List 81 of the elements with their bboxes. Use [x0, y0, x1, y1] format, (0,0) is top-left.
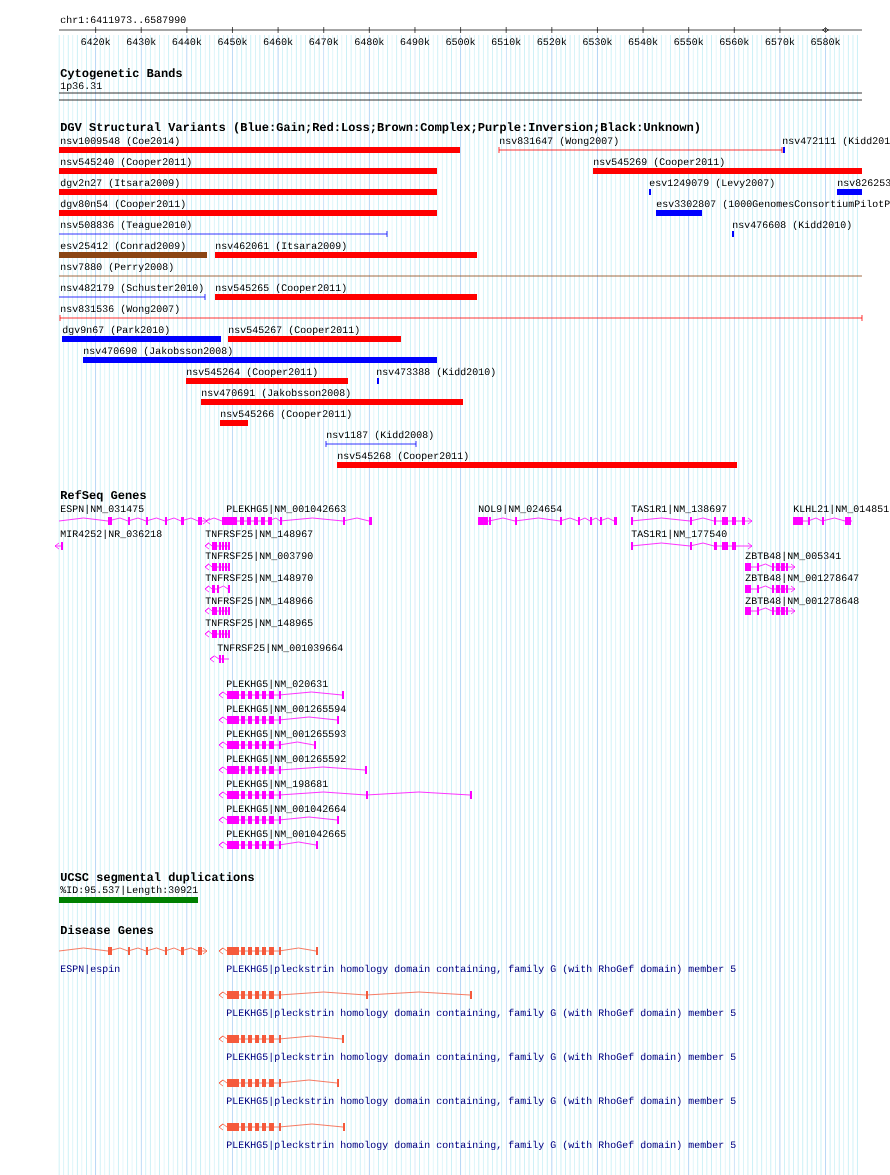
tick-label: 6460k — [263, 37, 293, 46]
variant-label: nsv826253 — [838, 179, 890, 187]
gene-label: PLEKHG5|NM_001265592 — [227, 754, 346, 765]
tick-label: 6550k — [674, 37, 704, 46]
variant-label: nsv545266 (Cooper2011) — [221, 409, 351, 420]
track-heading: UCSC segmental duplications — [60, 872, 254, 884]
gene-label: TNFRSF25|NM_148967 — [205, 529, 313, 540]
tick-label: 6530k — [583, 37, 612, 46]
variant-label: nsv831647 (Wong2007) — [500, 136, 618, 147]
track-heading: Disease Genes — [61, 925, 154, 935]
gene-label: TAS1R1|NM_177540 — [631, 529, 727, 540]
variant-label: nsv831536 (Wong2007) — [61, 304, 179, 315]
disease-gene-label: PLEKHG5|pleckstrin homology domain containing, family G (with RhoGef domain) member 5 — [227, 1096, 736, 1107]
track-heading: DGV Structural Variants (Blue:Gain;Red:Loss;Brown:Complex;Purple:Inversion;Black:Unknown) — [61, 122, 699, 134]
tick-label: 6520k — [537, 37, 567, 46]
gene-label: ZBTB48|NM_005341 — [745, 551, 841, 562]
variant-label: dgv80n54 (Cooper2011) — [60, 199, 185, 210]
variant-label: esv3302807 (1000GenomesConsortiumPilotP — [656, 199, 890, 210]
variant-label: nsv545269 (Cooper2011) — [594, 157, 724, 168]
variant-label: nsv470690 (Jakobsson2008) — [84, 346, 232, 357]
variant-label: nsv472111 (Kidd201 — [783, 136, 890, 147]
gene-label: TNFRSF25|NM_148966 — [205, 596, 313, 607]
variant-label: dgv9n67 (Park2010) — [62, 325, 169, 336]
duplication-label: %ID:95.537|Length:30921 — [60, 885, 198, 896]
track-heading: RefSeq Genes — [61, 490, 146, 502]
band-label: 1p36.31 — [60, 82, 102, 92]
variant-label: nsv545264 (Cooper2011) — [187, 367, 317, 378]
tick-label: 6570k — [765, 37, 795, 46]
gene-label: PLEKHG5|NM_020631 — [227, 679, 328, 690]
gene-label: PLEKHG5|NM_001265593 — [227, 729, 346, 740]
tick-label: 6450k — [218, 37, 247, 46]
gene-label: PLEKHG5|NM_001042663 — [227, 504, 346, 515]
variant-label: esv1249079 (Levy2007) — [649, 178, 774, 189]
gene-label: PLEKHG5|NM_001265594 — [227, 704, 346, 715]
disease-gene-label: PLEKHG5|pleckstrin homology domain containing, family G (with RhoGef domain) member 5 — [227, 1140, 736, 1151]
gene-label: ESPN|NM_031475 — [61, 504, 144, 515]
tick-label: 6440k — [172, 37, 202, 46]
variant-label: nsv545267 (Cooper2011) — [229, 325, 359, 336]
gene-label: ZBTB48|NM_001278647 — [745, 573, 859, 584]
disease-gene-label: ESPN|espin — [61, 964, 120, 975]
variant-label: nsv470691 (Jakobsson2008) — [202, 388, 350, 399]
tick-label: 6540k — [628, 37, 658, 46]
tick-label: 6510k — [491, 37, 521, 46]
gene-label: MIR4252|NR_036218 — [60, 529, 162, 540]
disease-gene-label: PLEKHG5|pleckstrin homology domain containing, family G (with RhoGef domain) member 5 — [227, 1008, 736, 1019]
variant-label: nsv545240 (Cooper2011) — [61, 157, 191, 168]
tick-label: 6470k — [309, 37, 339, 46]
gene-label: PLEKHG5|NM_001042664 — [227, 804, 346, 815]
disease-gene-label: PLEKHG5|pleckstrin homology domain containing, family G (with RhoGef domain) member 5 — [227, 1052, 736, 1063]
tick-label: 6420k — [81, 37, 111, 46]
variant-label: nsv1009548 (Coe2014) — [61, 136, 179, 147]
variant-label: esv25412 (Conrad2009) — [60, 241, 185, 252]
gene-label: TNFRSF25|NM_148970 — [205, 573, 313, 584]
gene-label: TNFRSF25|NM_001039664 — [217, 643, 343, 654]
variant-label: nsv462061 (Itsara2009) — [216, 241, 346, 252]
variant-label: nsv545265 (Cooper2011) — [216, 283, 346, 294]
variant-label: nsv7880 (Perry2008) — [61, 262, 173, 273]
tick-label: 6490k — [400, 37, 430, 46]
track-heading: Cytogenetic Bands — [60, 68, 182, 80]
variant-label: nsv476608 (Kidd2010) — [733, 220, 851, 231]
position-label: chr1:6411973..6587990 — [60, 15, 186, 24]
gene-label: NOL9|NM_024654 — [479, 504, 562, 515]
tick-label: 6560k — [720, 37, 749, 46]
variant-label: nsv508836 (Teague2010) — [61, 220, 191, 231]
variant-label: nsv473388 (Kidd2010) — [377, 367, 495, 378]
tick-label: 6480k — [355, 37, 384, 46]
gene-label: KLHL21|NM_014851 — [794, 504, 889, 515]
disease-gene-label: PLEKHG5|pleckstrin homology domain containing, family G (with RhoGef domain) member 5 — [227, 964, 736, 975]
gene-label: TAS1R1|NM_138697 — [631, 504, 727, 515]
gene-label: ZBTB48|NM_001278648 — [745, 596, 859, 607]
variant-label: nsv545268 (Cooper2011) — [338, 451, 468, 462]
gene-label: TNFRSF25|NM_003790 — [205, 551, 313, 562]
gene-label: TNFRSF25|NM_148965 — [205, 618, 313, 629]
gene-label: PLEKHG5|NM_198681 — [227, 779, 328, 790]
variant-label: nsv482179 (Schuster2010) — [61, 283, 203, 294]
variant-label: dgv2n27 (Itsara2009) — [60, 178, 179, 189]
tick-label: 6580k — [811, 37, 841, 46]
tick-label: 6430k — [126, 37, 156, 46]
tick-label: 6500k — [446, 37, 476, 46]
gene-label: PLEKHG5|NM_001042665 — [227, 829, 346, 840]
variant-label: nsv1187 (Kidd2008) — [327, 430, 433, 441]
